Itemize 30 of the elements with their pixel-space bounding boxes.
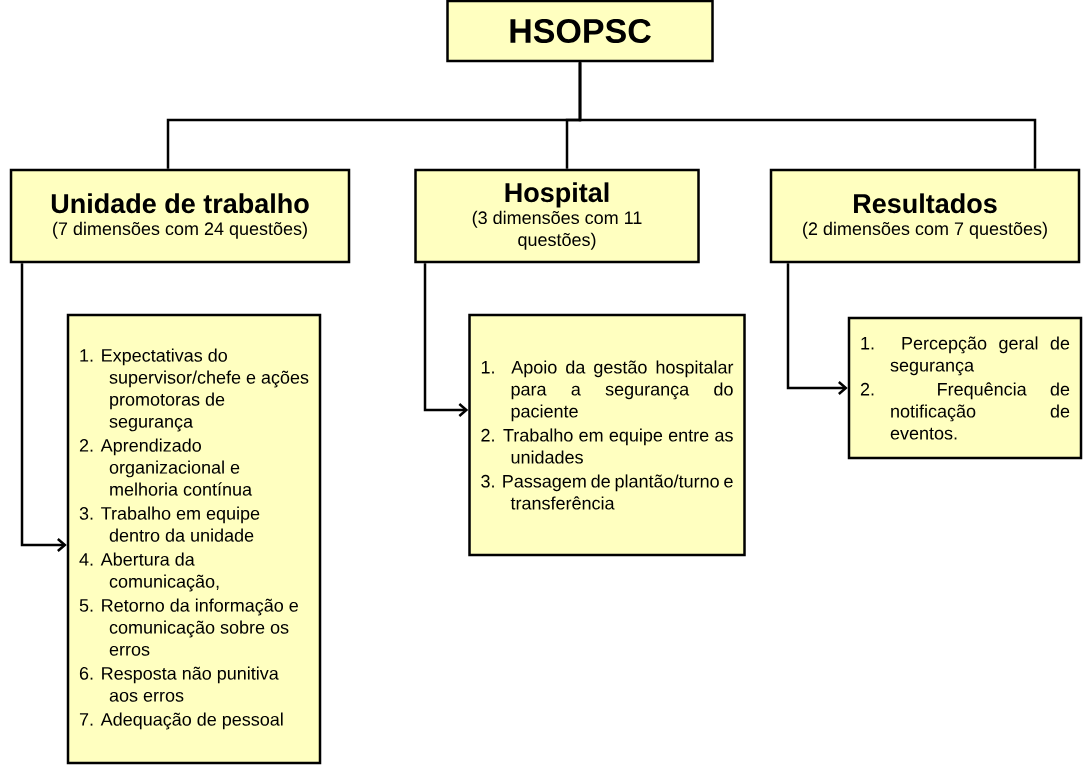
- subtitle-text: (3 dimensões com 11 questões): [472, 210, 642, 250]
- subtitle-text: (2 dimensões com 7 questões): [803, 221, 1047, 239]
- list-item: 1. Apoio da gestão hospitalar para a segurança do paciente: [481, 360, 734, 422]
- list-item: 3. Trabalho em equipe dentro da unidade: [79, 506, 260, 542]
- arrow: [786, 263, 848, 395]
- list-item: 2. Trabalho em equipe entre as unidades: [481, 428, 733, 464]
- list-item: 5. Retorno da informação e comunicação sobre os erros: [79, 598, 298, 656]
- list-box: [847, 316, 1083, 460]
- title-text: HSOPSC: [510, 18, 651, 44]
- list-box: [468, 313, 746, 557]
- title-box: [446, 0, 714, 63]
- category-box: [414, 168, 700, 264]
- connector-line: [578, 62, 1037, 169]
- list-item: 1. Expectativas do supervisor/chefe e ações promotoras de segurança: [80, 348, 309, 432]
- list-item: 2. Frequência de notificação de eventos.: [860, 382, 1070, 440]
- list-item: 3. Passagem de plantão/turno e transferência: [481, 474, 733, 510]
- arrow: [20, 263, 67, 552]
- category-box: [769, 168, 1081, 264]
- subtitle-text: (7 dimensões com 24 questões): [53, 221, 307, 239]
- heading-text: Hospital: [505, 182, 609, 208]
- list-item: 1. Percepção geral de segurança: [861, 336, 1070, 376]
- list-item: 6. Resposta não punitiva aos erros: [79, 666, 279, 702]
- list-item: 7. Adequação de pessoal: [79, 712, 283, 730]
- list-box: [66, 313, 322, 765]
- heading-text: Resultados: [854, 193, 997, 214]
- heading-text: Unidade de trabalho: [51, 193, 309, 214]
- list-item: 4. Abertura da comunicação,: [79, 552, 219, 592]
- list-item: 2. Aprendizado organizacional e melhoria contínua: [79, 438, 253, 496]
- category-box: [9, 168, 351, 264]
- arrow: [423, 263, 469, 417]
